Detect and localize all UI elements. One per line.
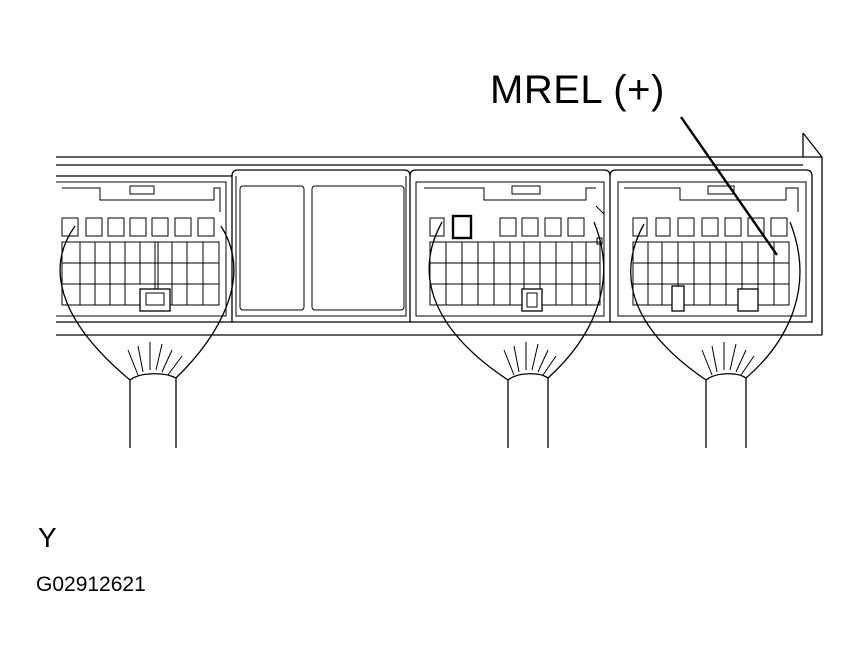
callout-leader-line <box>680 116 778 256</box>
callout-label: MREL (+) <box>490 68 665 112</box>
ecu-housing <box>56 132 823 336</box>
center-connector <box>409 169 611 448</box>
view-letter: Y <box>38 522 57 553</box>
blank-block <box>231 169 411 323</box>
right-connector <box>609 169 813 448</box>
figure-code: G02912621 <box>36 573 146 596</box>
left-connector <box>56 175 235 448</box>
